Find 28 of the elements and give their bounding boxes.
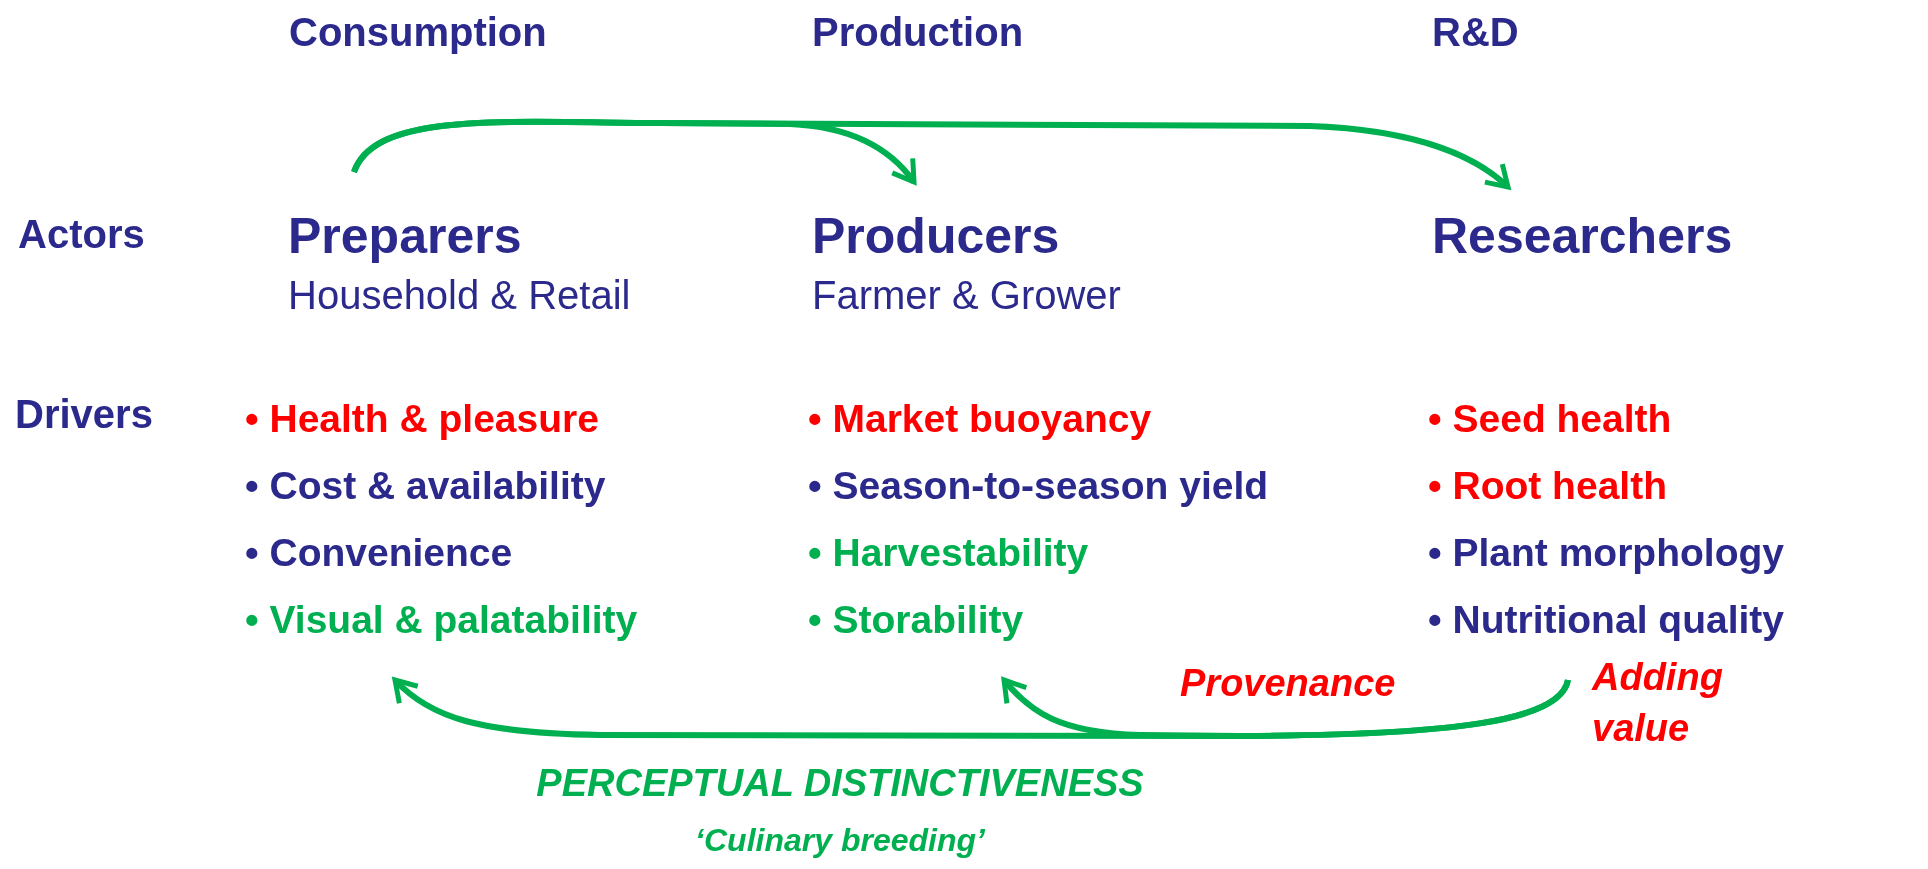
annotation-text: Provenance [1180,662,1396,705]
driver-item: • Root health [1428,463,1667,509]
annotation-text: Adding value [1592,655,1724,752]
driver-item: • Plant morphology [1428,530,1784,576]
driver-item: • Visual & palatability [245,597,638,643]
column-heading: R&D [1432,10,1519,55]
caption-text: ‘Culinary breeding’ [695,822,985,859]
driver-item: • Cost & availability [245,463,606,509]
driver-item: • Market buoyancy [808,396,1152,442]
column-heading: Production [812,10,1024,55]
row-heading: Drivers [15,392,153,437]
actor-heading: Researchers [1432,207,1734,266]
actor-subtitle: Farmer & Grower [812,272,1122,319]
driver-item: • Season-to-season yield [808,463,1269,509]
column-heading: Consumption [289,10,547,55]
driver-item: • Seed health [1428,396,1672,442]
caption-text: PERCEPTUAL DISTINCTIVENESS [536,762,1144,805]
actor-heading: Preparers [288,207,523,266]
row-heading: Actors [18,212,145,257]
curved-arrow [351,118,1511,190]
actor-subtitle: Household & Retail [288,272,632,319]
driver-item: • Health & pleasure [245,396,599,442]
driver-item: • Harvestability [808,530,1089,576]
driver-item: • Convenience [245,530,513,576]
actor-heading: Producers [812,207,1061,266]
curved-arrow [392,677,1571,739]
driver-item: • Storability [808,597,1024,643]
driver-item: • Nutritional quality [1428,597,1784,643]
